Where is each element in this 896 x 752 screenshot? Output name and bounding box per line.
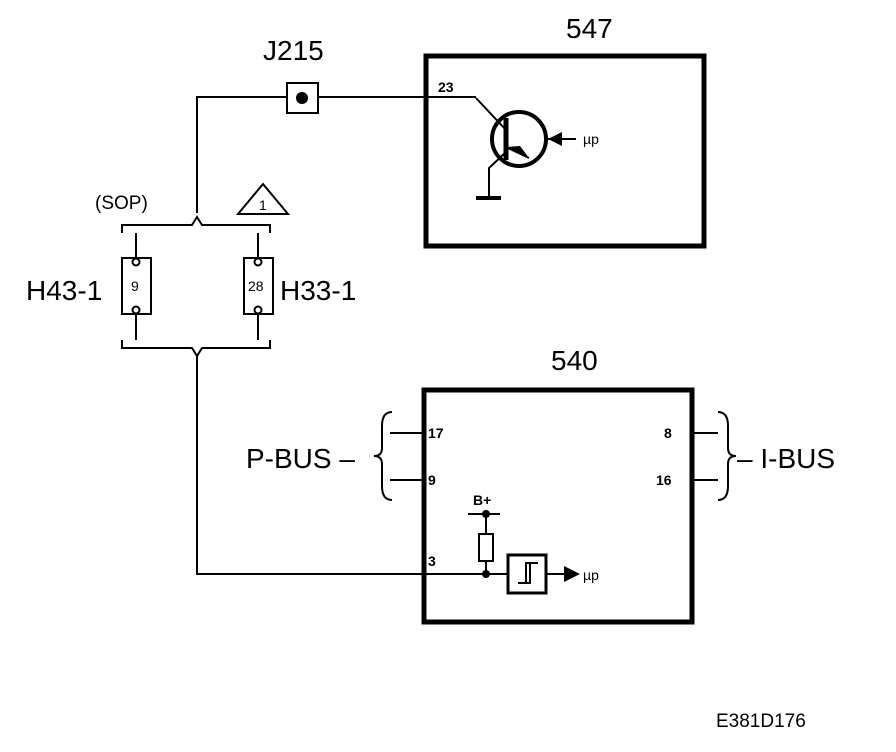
transistor-icon	[475, 97, 576, 200]
junction-splice-icon	[296, 92, 308, 104]
module-547-pin-23: 23	[438, 79, 454, 95]
connector-h43-1-pin: 9	[131, 278, 139, 294]
connector-h33-1-label: H33-1	[280, 275, 356, 306]
module-540-pin-16: 16	[656, 472, 672, 488]
module-540: 540 17 9 3 8 16 B+ µp	[390, 345, 718, 625]
warning-number: 1	[259, 197, 267, 213]
p-bus-brace	[373, 411, 393, 501]
connector-h33-1-pin: 28	[248, 278, 264, 294]
module-547-signal-label: µp	[583, 131, 599, 147]
module-547-box	[423, 53, 707, 249]
module-547: 547 23 µp	[423, 13, 707, 249]
figure-id: E381D176	[716, 711, 806, 732]
module-540-pin-9: 9	[428, 472, 436, 488]
i-bus: – I-BUS	[717, 411, 835, 501]
module-540-supply-label: B+	[473, 492, 491, 508]
connector-group: (SOP) 1 9 H43-1 28 H33-1	[26, 182, 486, 575]
lower-brace	[121, 340, 271, 358]
junction-j215: J215	[196, 35, 476, 213]
warning-triangle-icon	[235, 182, 291, 215]
module-540-signal-label: µp	[583, 567, 599, 583]
module-547-label: 547	[566, 13, 613, 44]
module-540-pin-17: 17	[428, 425, 444, 441]
module-540-label: 540	[551, 345, 598, 376]
module-540-pin-8: 8	[664, 425, 672, 441]
junction-label: J215	[263, 35, 324, 66]
pullup-resistor	[478, 533, 494, 562]
p-bus: P-BUS –	[246, 411, 393, 501]
module-540-box	[421, 387, 695, 625]
schmitt-trigger-icon	[506, 553, 548, 595]
p-bus-label: P-BUS –	[246, 443, 355, 474]
i-bus-label: – I-BUS	[737, 443, 835, 474]
output-arrow-icon	[564, 566, 580, 582]
connector-sop-note: (SOP)	[95, 193, 148, 214]
i-bus-brace	[717, 411, 737, 501]
connector-h43-1-label: H43-1	[26, 275, 102, 306]
upper-brace	[121, 215, 271, 233]
module-540-pin-3: 3	[428, 553, 436, 569]
